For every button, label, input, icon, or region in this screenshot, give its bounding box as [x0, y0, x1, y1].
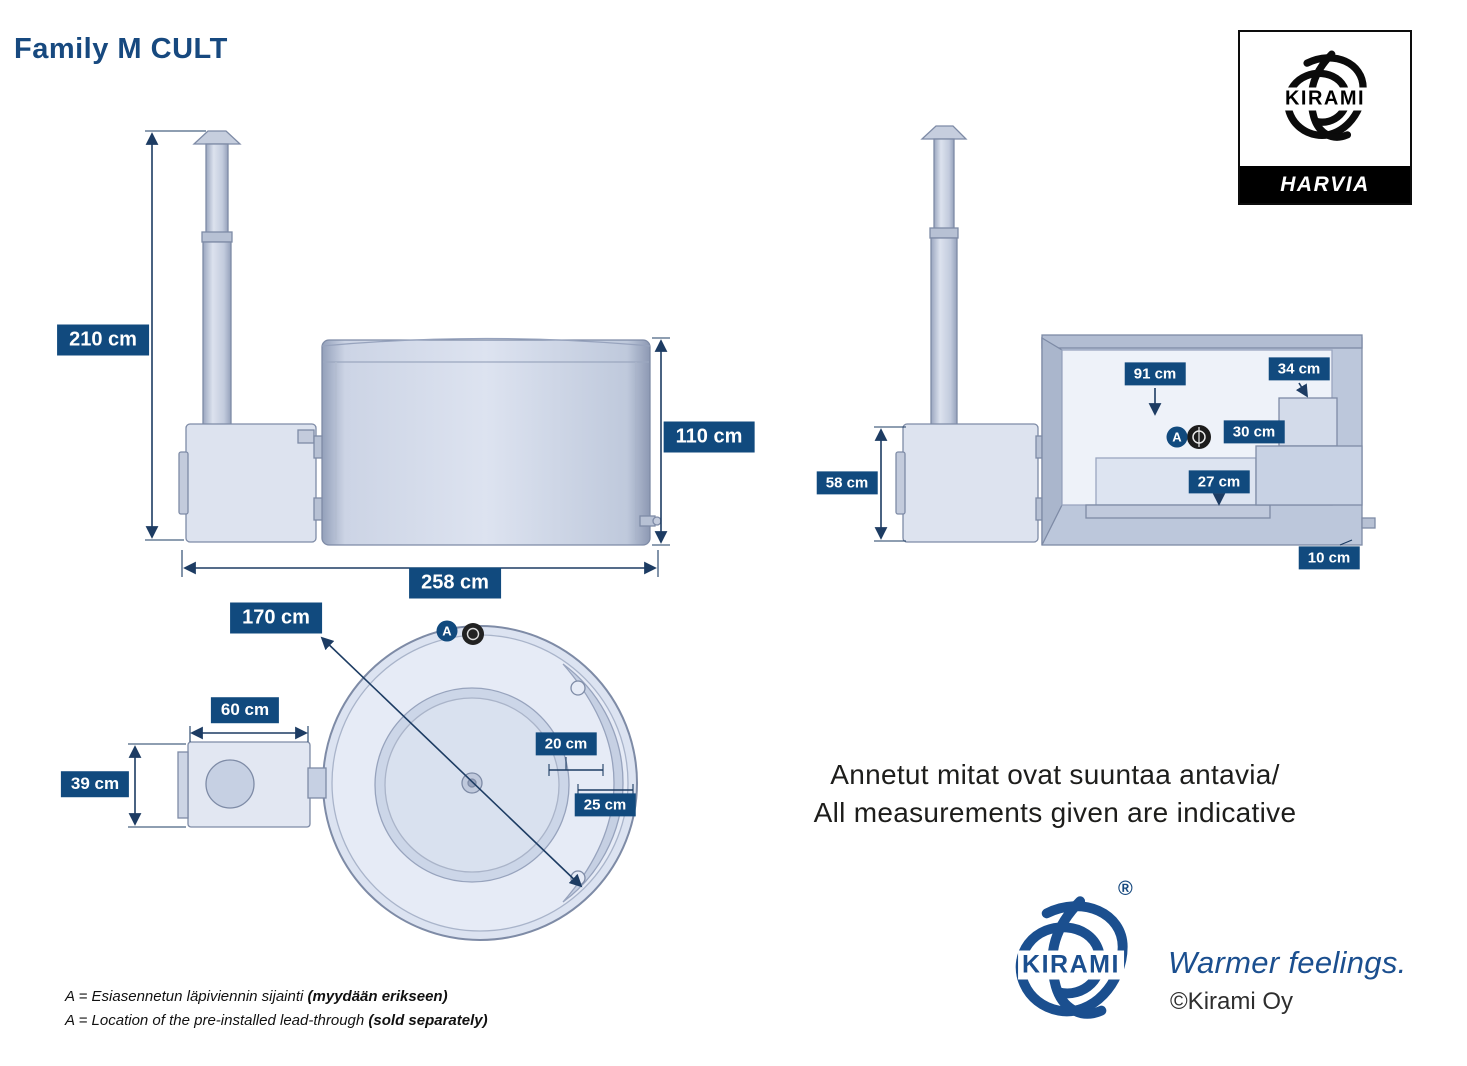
dim-edge-width: 25 cm: [574, 793, 636, 817]
footnote-fi: A = Esiasennetun läpiviennin sijainti (m…: [65, 988, 448, 1005]
section-view-drawing: [874, 125, 1376, 546]
copyright-text: ©Kirami Oy: [1170, 988, 1294, 1015]
marker-a-top: A: [436, 620, 458, 642]
notice-line-fi: Annetut mitat ovat suuntaa antavia/: [830, 759, 1280, 790]
marker-a-section: A: [1166, 426, 1188, 448]
footnote-en-text: A = Location of the pre-installed lead-t…: [65, 1012, 369, 1029]
footnote-fi-text: A = Esiasennetun läpiviennin sijainti: [65, 988, 308, 1005]
dim-tub-height: 110 cm: [663, 421, 755, 453]
dim-total-length: 258 cm: [409, 567, 501, 599]
footnote-fi-bold: (myydään erikseen): [307, 988, 448, 1005]
kirami-logo-block: KIRAMI: [1240, 32, 1410, 166]
dim-inner-diameter: 170 cm: [230, 602, 322, 634]
dim-bench-width: 20 cm: [535, 732, 597, 756]
kirami-footer-wordmark: KIRAMI: [1018, 950, 1124, 980]
footnote-en: A = Location of the pre-installed lead-t…: [65, 1012, 488, 1029]
dim-base-height: 10 cm: [1298, 546, 1360, 570]
dim-stove-depth: 39 cm: [60, 771, 130, 797]
page-title: Family M CULT: [14, 33, 228, 66]
dim-step-width: 30 cm: [1223, 420, 1285, 444]
harvia-wordmark: HARVIA: [1240, 166, 1410, 203]
dim-stove-width: 60 cm: [210, 697, 280, 723]
dim-total-height: 210 cm: [57, 324, 149, 356]
top-view-drawing: [128, 623, 638, 941]
dim-stove-height: 58 cm: [816, 471, 878, 495]
kirami-wordmark: KIRAMI: [1281, 87, 1369, 111]
measurement-notice: Annetut mitat ovat suuntaa antavia/ All …: [705, 756, 1405, 832]
notice-line-en: All measurements given are indicative: [813, 797, 1297, 828]
dim-rim-width: 34 cm: [1268, 357, 1330, 381]
kirami-footer-logo: KIRAMI: [995, 886, 1147, 1038]
side-view-drawing: [145, 130, 670, 577]
brand-tagline: Warmer feelings.: [1168, 945, 1407, 980]
footnote-en-bold: (sold separately): [368, 1012, 488, 1029]
lead-through-fitting-section: [1187, 425, 1211, 449]
dim-bench-height: 27 cm: [1188, 470, 1250, 494]
kirami-harvia-logo: KIRAMI HARVIA: [1238, 30, 1412, 205]
registered-trademark-symbol: ®: [1118, 878, 1133, 900]
lead-through-fitting-top: [462, 623, 484, 645]
dim-inner-depth: 91 cm: [1124, 362, 1186, 386]
